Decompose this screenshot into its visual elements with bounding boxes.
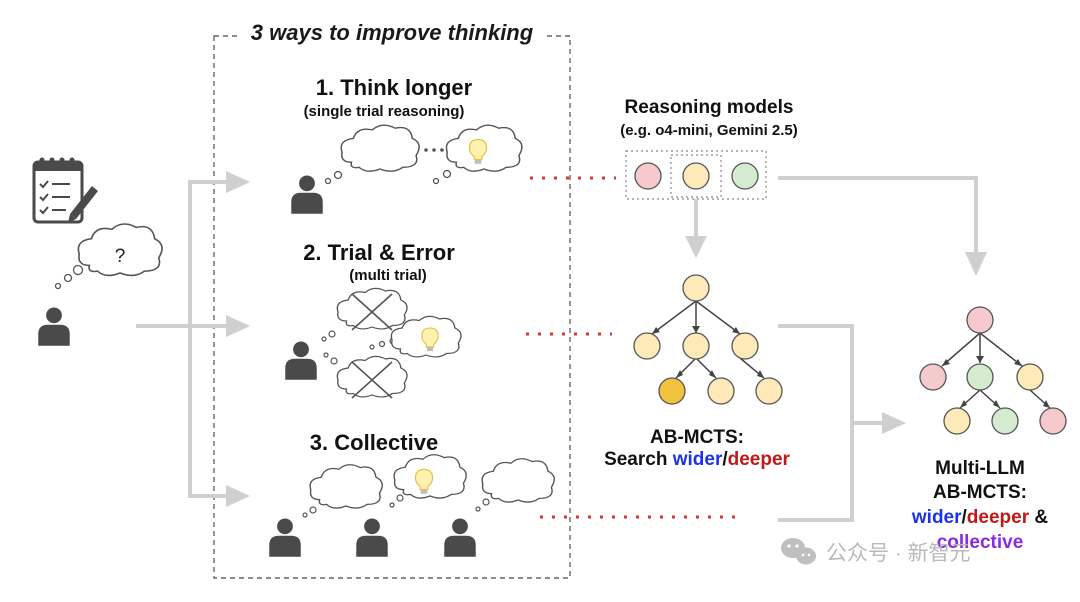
multi-llm-line1: Multi-LLM [935,458,1025,479]
watermark-text: 公众号 · 新智元 [826,542,971,565]
ab-mcts-line1: AB-MCTS: [650,427,744,448]
title-backdrop [238,18,546,48]
method-2-heading: 2. Trial & Error [303,240,455,265]
tree-node [682,274,710,302]
ab-mcts-prefix: Search [604,449,673,470]
frame-title: 3 ways to improve thinking [251,20,534,45]
multi-llm-deeper: deeper [967,507,1030,528]
watermark: 公众号 · 新智元 [781,538,971,565]
ab-mcts-slash: / [722,449,728,470]
input-arrowheads [226,171,250,507]
ab-mcts-tree [633,274,783,405]
method-1-person-icon [291,175,323,214]
model-node-red [634,162,662,190]
method-3-heading: 3. Collective [310,430,438,455]
multi-llm-tree [919,306,1067,435]
flow-arrows [694,176,978,522]
tree-node [755,377,783,405]
ab-mcts-wider: wider [672,449,723,470]
model-node-yellow [682,162,710,190]
tree-node [682,332,710,360]
tree-node [966,306,994,334]
tree-node [919,363,947,391]
tree-node [633,332,661,360]
method-1-thought-chain [324,124,523,185]
method-2-person-icon [285,341,317,380]
reasoning-models-subtitle: (e.g. o4-mini, Gemini 2.5) [620,122,798,139]
dotted-connectors [526,176,740,519]
method-2-thought-chain [321,287,462,399]
ab-mcts-line2: Search wider/deeper [604,449,790,470]
tree-node [966,363,994,391]
user-person-icon [38,307,70,346]
reasoning-models-group [625,150,767,200]
flow-arrowheads [685,236,987,434]
question-thought-cloud: ? [54,223,163,290]
multi-llm-wider: wider [911,507,962,528]
tree-node [991,407,1019,435]
tree-node [943,407,971,435]
multi-llm-amp: & [1029,507,1048,528]
method-3-collective-agents [269,454,555,557]
method-2-sub: (multi trial) [349,267,427,284]
multi-llm-slash: / [962,507,968,528]
question-mark: ? [115,246,126,267]
methods-frame [213,35,571,579]
input-distributor-arrows [136,180,226,498]
ab-mcts-deeper: deeper [728,449,791,470]
task-notepad-icon [32,157,98,224]
wechat-icon [781,538,816,565]
tree-node [1039,407,1067,435]
tree-node [707,377,735,405]
method-1-heading: 1. Think longer [316,75,473,100]
method-1-sub: (single trial reasoning) [304,103,465,120]
tree-node [731,332,759,360]
multi-llm-line2: AB-MCTS: [933,482,1027,503]
tree-node [1016,363,1044,391]
multi-llm-line3: wider/deeper & [911,507,1048,528]
collective-person-icon [356,518,388,557]
reasoning-models-title: Reasoning models [625,97,794,118]
collective-person-icon [269,518,301,557]
collective-person-icon [444,518,476,557]
multi-llm-collective: collective [937,532,1024,553]
tree-node-selected [658,377,686,405]
model-node-green [731,162,759,190]
